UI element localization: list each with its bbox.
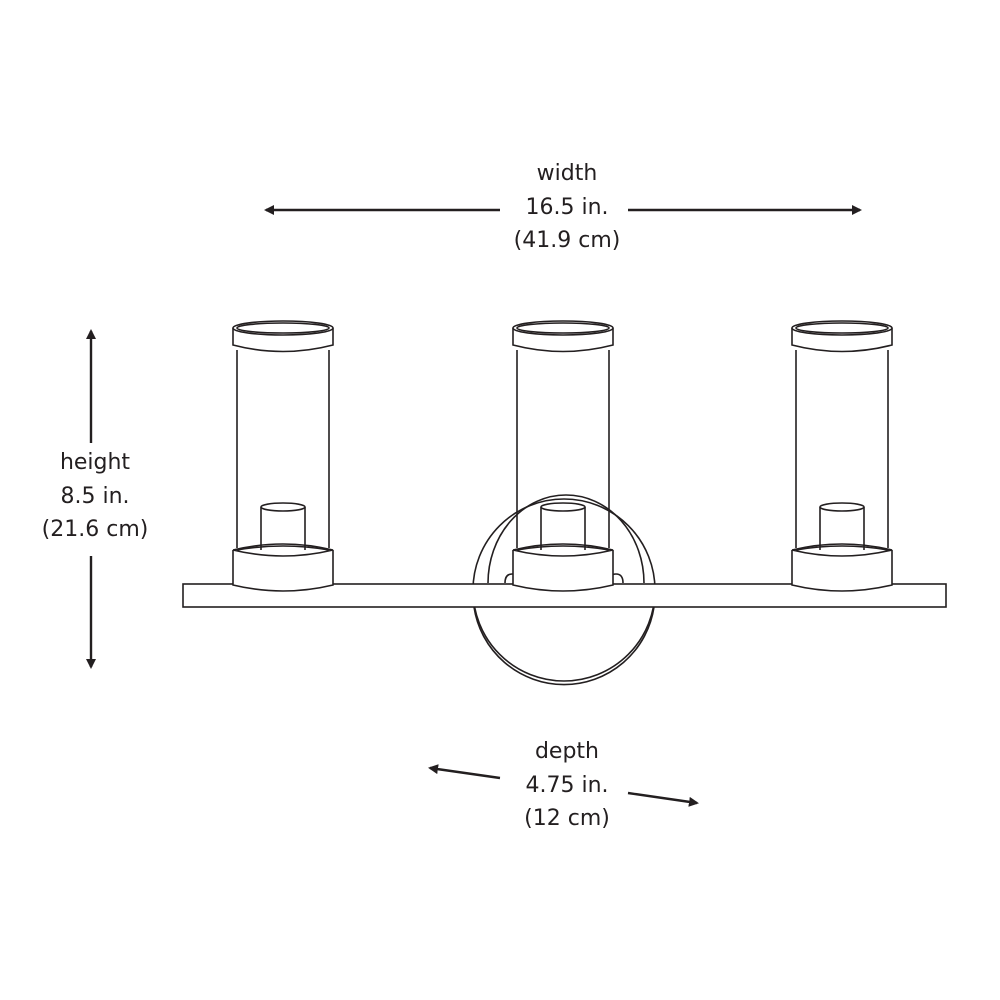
depth-label: depth 4.75 in. (12 cm) (467, 735, 667, 836)
height-imperial: 8.5 in. (60, 483, 130, 509)
width-imperial: 16.5 in. (525, 194, 609, 220)
width-title: width (536, 161, 598, 186)
height-label: height 8.5 in. (21.6 cm) (0, 446, 195, 547)
depth-imperial: 4.75 in. (525, 772, 609, 798)
depth-metric: (12 cm) (524, 806, 610, 831)
shade-center (512, 320, 614, 592)
height-metric: (21.6 cm) (41, 517, 149, 542)
depth-arrow-left (428, 764, 501, 780)
shade-left (232, 320, 334, 592)
depth-arrow-right (627, 791, 699, 807)
height-title: height (59, 450, 131, 475)
width-label: width 16.5 in. (41.9 cm) (467, 157, 667, 258)
depth-title: depth (534, 739, 600, 764)
shade-right (791, 320, 893, 592)
width-metric: (41.9 cm) (513, 228, 621, 253)
